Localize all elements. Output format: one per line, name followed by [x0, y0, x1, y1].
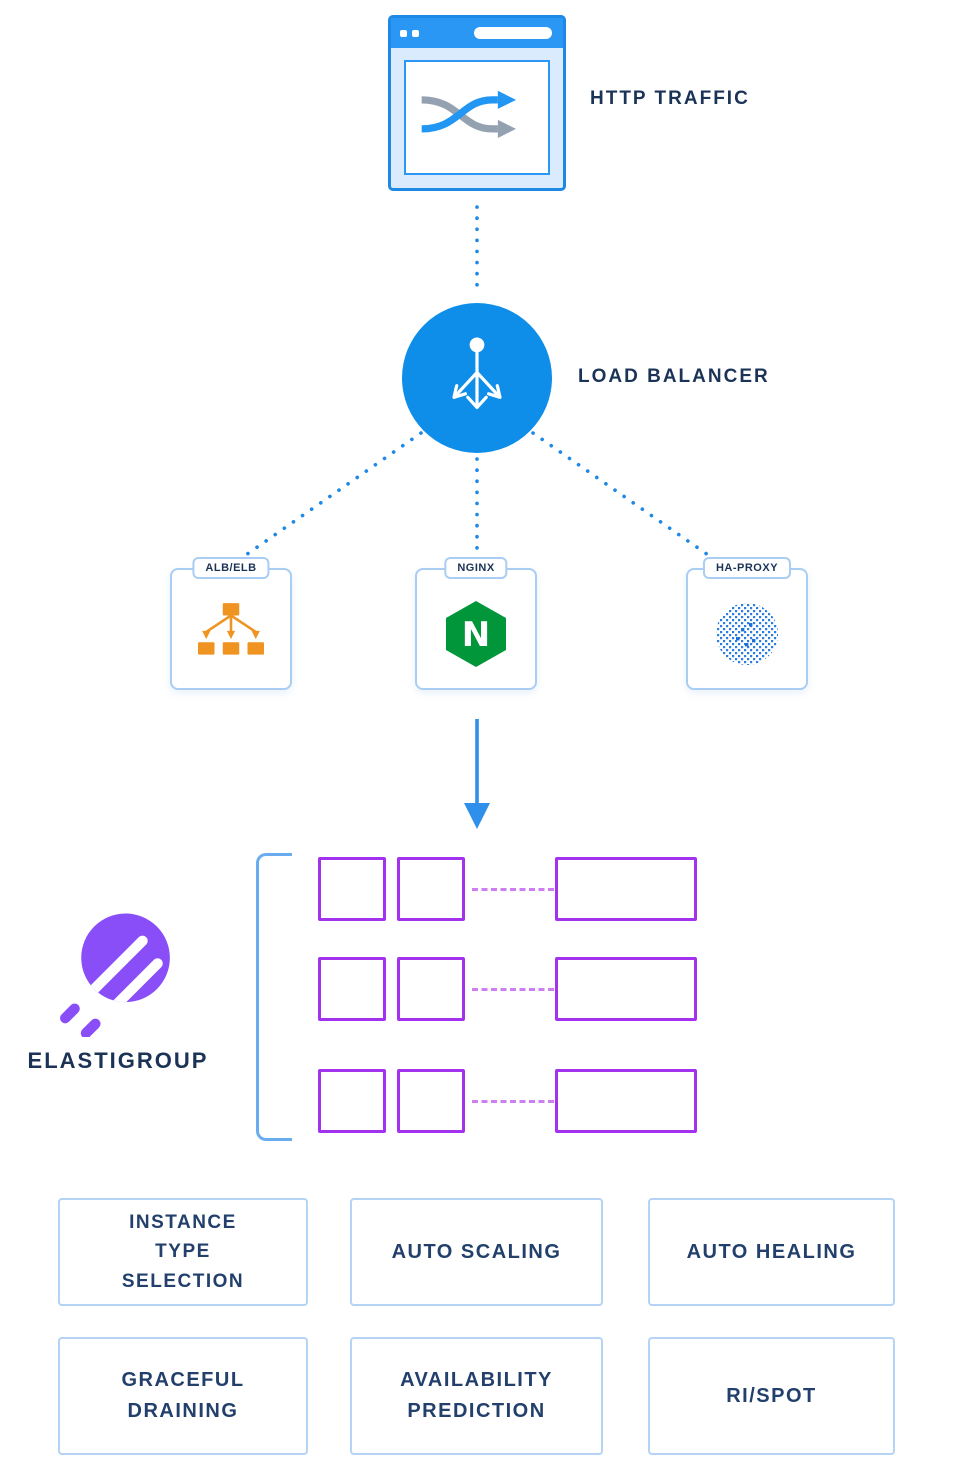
balancer-box-nginx: NGINX N — [415, 557, 537, 690]
balancer-tab-label: HA-PROXY — [702, 557, 792, 579]
browser-content — [404, 60, 550, 175]
cluster-bracket — [256, 853, 292, 1141]
feature-graceful-draining: GRACEFUL DRAINING — [58, 1337, 308, 1455]
feature-availability-prediction: AVAILABILITY PREDICTION — [350, 1337, 603, 1455]
instance-box — [397, 1069, 465, 1133]
instance-group-box — [555, 857, 697, 921]
instance-box — [397, 957, 465, 1021]
instance-box — [318, 1069, 386, 1133]
elastigroup-logo — [52, 905, 184, 1039]
http-traffic-browser-icon — [388, 15, 566, 191]
browser-dot-icon — [412, 29, 419, 37]
haproxy-dotted-sphere-icon — [716, 603, 778, 665]
feature-ri-spot: RI/SPOT — [648, 1337, 895, 1455]
instance-box — [318, 957, 386, 1021]
balancer-tab-label: ALB/ELB — [192, 557, 270, 579]
balancer-box-ha-proxy: HA-PROXY — [686, 557, 808, 690]
browser-dot-icon — [400, 29, 407, 37]
browser-address-bar-icon — [474, 27, 552, 39]
branch-arrows-icon — [452, 337, 502, 410]
load-balancer-label: LOAD BALANCER — [578, 366, 770, 387]
elastigroup-comet-icon — [60, 913, 170, 1039]
feature-auto-scaling: AUTO SCALING — [350, 1198, 603, 1306]
crossing-arrows-icon — [421, 90, 516, 138]
balancer-box-alb-elb: ALB/ELB — [170, 557, 292, 690]
instance-box — [318, 857, 386, 921]
dashed-link — [472, 988, 554, 991]
browser-header-bar — [391, 18, 563, 48]
dashed-link — [472, 888, 554, 891]
balancer-tab-label: NGINX — [444, 557, 508, 579]
http-traffic-label: HTTP TRAFFIC — [590, 88, 750, 109]
nginx-letter: N — [462, 615, 490, 655]
instance-group-box — [555, 957, 697, 1021]
nginx-logo: N — [446, 601, 506, 667]
instance-group-box — [555, 1069, 697, 1133]
feature-instance-type-selection: INSTANCE TYPE SELECTION — [58, 1198, 308, 1306]
dashed-link — [472, 1100, 554, 1103]
instance-box — [397, 857, 465, 921]
alb-elb-tree-icon — [198, 603, 264, 655]
elastigroup-label: ELASTIGROUP — [27, 1048, 209, 1073]
feature-auto-healing: AUTO HEALING — [648, 1198, 895, 1306]
load-balancer-icon — [402, 303, 552, 453]
